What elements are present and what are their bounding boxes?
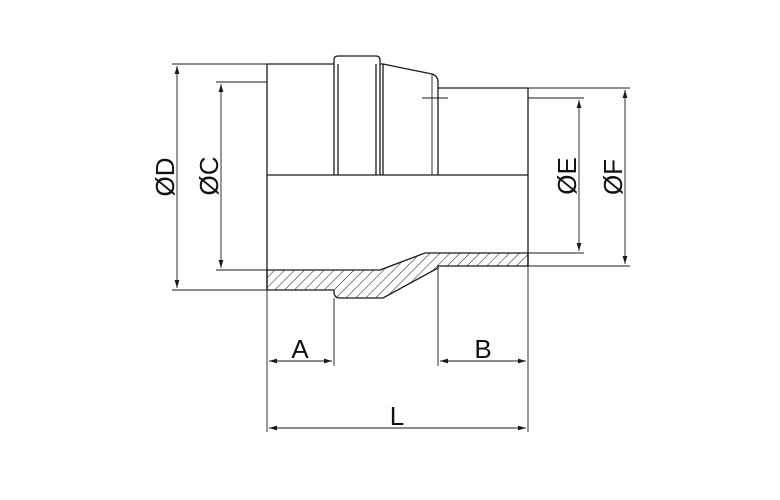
left-body <box>266 63 528 290</box>
label-c: ØC <box>194 157 224 196</box>
label-f: ØF <box>598 159 628 195</box>
label-d: ØD <box>150 158 180 197</box>
dimension-labels: A B L ØD ØC ØE ØF <box>150 157 628 432</box>
label-b: B <box>474 334 491 364</box>
nut-collar <box>333 55 439 175</box>
dimension-lines <box>174 66 628 431</box>
extension-lines <box>172 63 630 432</box>
label-a: A <box>291 334 309 364</box>
right-spigot <box>422 87 529 266</box>
label-e: ØE <box>552 157 582 195</box>
label-l: L <box>390 401 404 431</box>
hatched-section <box>266 252 529 299</box>
